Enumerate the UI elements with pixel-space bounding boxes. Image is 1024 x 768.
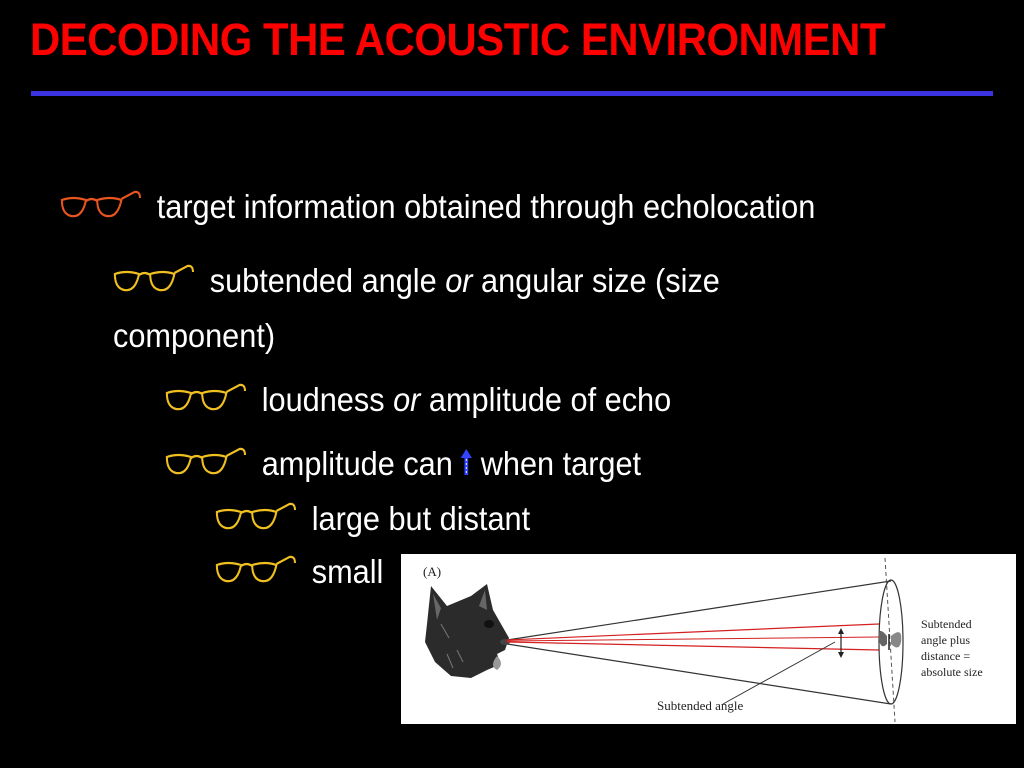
eyeglasses-icon bbox=[215, 553, 297, 587]
eyeglasses-icon bbox=[113, 262, 195, 296]
title-underline bbox=[31, 91, 993, 96]
bullet-1: target information obtained through echo… bbox=[60, 180, 815, 234]
absolute-size-label-2: angle plus bbox=[921, 633, 970, 647]
bullet-text: small bbox=[311, 553, 384, 590]
bullet-text: loudness or amplitude of echo bbox=[261, 381, 672, 418]
eyeglasses-icon bbox=[60, 188, 142, 222]
absolute-size-label-1: Subtended bbox=[921, 617, 972, 631]
up-arrow-icon bbox=[461, 449, 473, 475]
bullet-text: large but distant bbox=[311, 500, 531, 537]
bullet-2-continuation: component) bbox=[113, 317, 276, 354]
eyeglasses-icon bbox=[215, 500, 297, 534]
bullet-text: target information obtained through echo… bbox=[156, 188, 816, 225]
eyeglasses-icon bbox=[165, 381, 247, 415]
moth-icon bbox=[878, 630, 902, 650]
echolocation-figure: (A) Subtend bbox=[401, 554, 1016, 724]
eyeglasses-icon bbox=[165, 445, 247, 479]
bullet-3: loudness or amplitude of echo bbox=[165, 373, 671, 427]
absolute-size-label-4: absolute size bbox=[921, 665, 983, 679]
slide-title: DECODING THE ACOUSTIC ENVIRONMENT bbox=[30, 14, 886, 65]
subtended-angle-label: Subtended angle bbox=[657, 698, 744, 713]
absolute-size-label-3: distance = bbox=[921, 649, 970, 663]
bullet-text: subtended angle or angular size (size bbox=[209, 262, 720, 299]
panel-label: (A) bbox=[423, 564, 441, 579]
figure-diagram: (A) Subtend bbox=[423, 557, 983, 723]
bullet-5: large but distant bbox=[215, 492, 530, 546]
bat-head-icon bbox=[425, 584, 510, 678]
bullet-2: subtended angle or angular size (size bbox=[113, 254, 720, 308]
bullet-6: small bbox=[215, 545, 383, 599]
